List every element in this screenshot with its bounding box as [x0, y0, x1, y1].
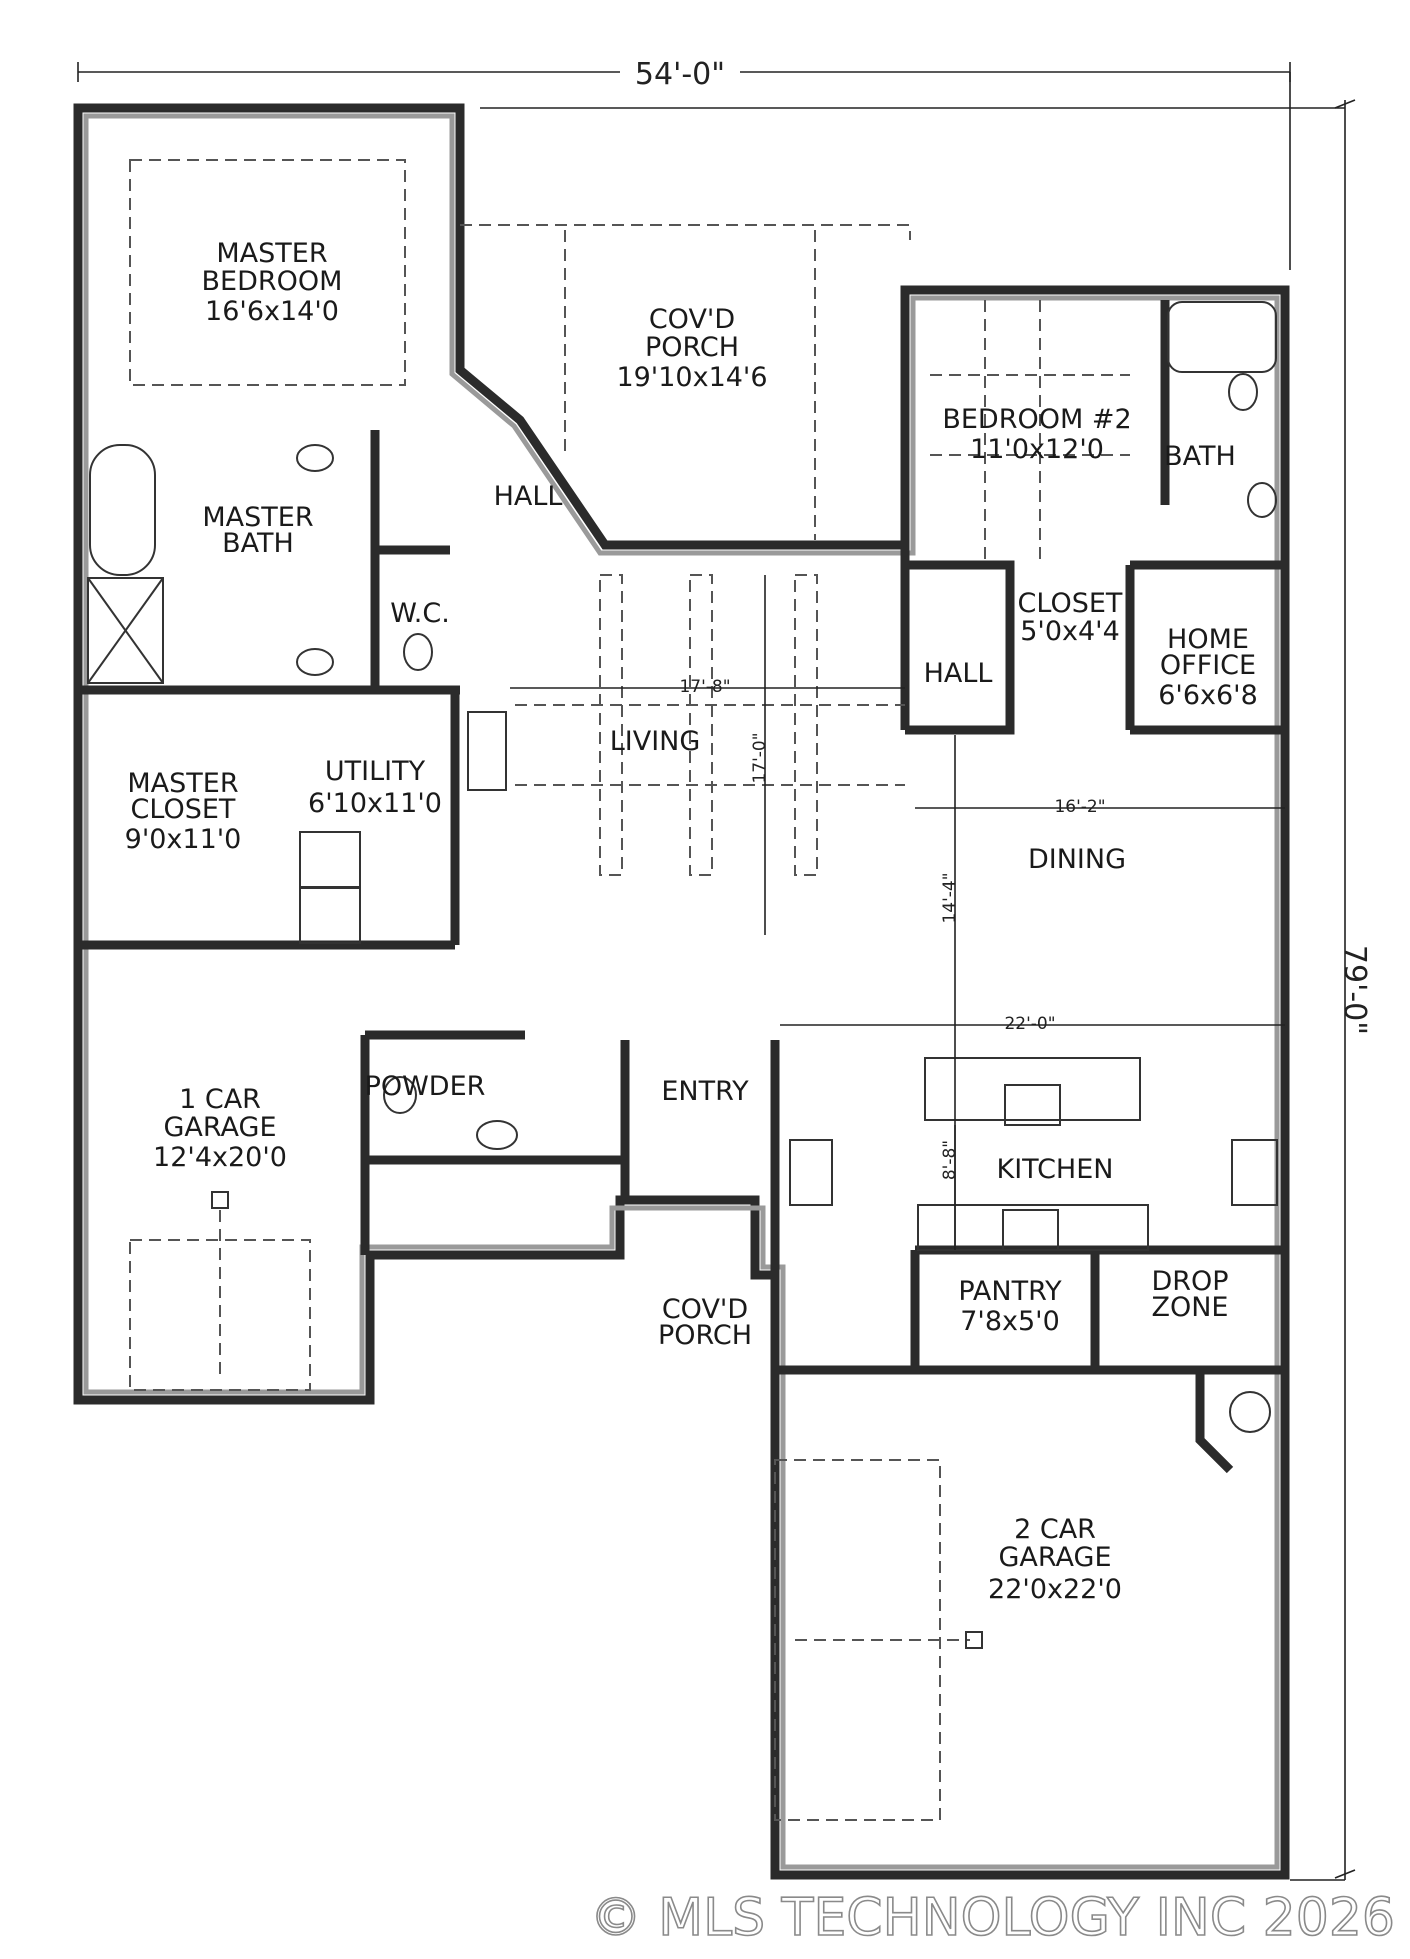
overall-width-label: 54'-0" — [635, 57, 725, 92]
overall-width-dimension — [77, 58, 1291, 270]
pantry-size: 7'8x5'0 — [960, 1306, 1060, 1337]
room-pantry: PANTRY 7'8x5'0 — [958, 1276, 1062, 1337]
closet-size: 5'0x4'4 — [1020, 616, 1120, 647]
hall-right-label: HALL — [924, 658, 993, 689]
master-bath-line1: MASTER — [202, 502, 313, 533]
utility-name: UTILITY — [325, 756, 426, 787]
master-bedroom-line2: BEDROOM — [202, 266, 343, 297]
master-bedroom-line1: MASTER — [216, 238, 327, 269]
interior-dimensions — [510, 575, 1285, 1250]
room-closet: CLOSET 5'0x4'4 — [1018, 588, 1123, 647]
room-utility: UTILITY 6'10x11'0 — [308, 756, 442, 819]
room-home-office: HOME OFFICE 6'6x6'8 — [1158, 624, 1258, 711]
garage2-line2: GARAGE — [998, 1542, 1111, 1573]
master-closet-line1: MASTER — [127, 768, 238, 799]
kitchen-depth-dim: 8'-8" — [940, 1140, 960, 1180]
room-master-bath: MASTER BATH — [202, 502, 313, 559]
rear-porch-size: 19'10x14'6 — [616, 362, 767, 393]
garage2-line1: 2 CAR — [1014, 1514, 1096, 1545]
room-master-closet: MASTER CLOSET 9'0x11'0 — [125, 768, 242, 855]
room-garage-2: 2 CAR GARAGE 22'0x22'0 — [988, 1514, 1122, 1605]
home-office-line2: OFFICE — [1160, 650, 1256, 681]
living-depth-dim: 17'-0" — [750, 732, 770, 783]
master-closet-size: 9'0x11'0 — [125, 824, 242, 855]
home-office-line1: HOME — [1167, 624, 1249, 655]
dining-depth-dim: 14'-4" — [940, 872, 960, 923]
living-width-dim: 17'-8" — [679, 677, 730, 697]
interior-walls — [78, 300, 1285, 1474]
bath-label: BATH — [1164, 441, 1236, 472]
garage1-line1: 1 CAR — [179, 1084, 261, 1115]
dining-label: DINING — [1028, 844, 1126, 875]
front-porch-line1: COV'D — [662, 1294, 748, 1325]
master-bath-line2: BATH — [222, 528, 294, 559]
garage1-size: 12'4x20'0 — [153, 1142, 287, 1173]
drop-zone-line1: DROP — [1151, 1266, 1228, 1297]
room-drop-zone: DROP ZONE — [1151, 1266, 1228, 1323]
kitchen-width-dim: 22'-0" — [1004, 1014, 1055, 1034]
bedroom2-name: BEDROOM #2 — [942, 404, 1131, 435]
entry-label: ENTRY — [661, 1076, 749, 1107]
pantry-name: PANTRY — [958, 1276, 1062, 1307]
room-garage-1: 1 CAR GARAGE 12'4x20'0 — [153, 1084, 287, 1173]
garage2-size: 22'0x22'0 — [988, 1574, 1122, 1605]
garage1-line2: GARAGE — [163, 1112, 276, 1143]
room-covd-porch-rear: COV'D PORCH 19'10x14'6 — [616, 304, 767, 393]
rear-porch-line1: COV'D — [649, 304, 735, 335]
utility-size: 6'10x11'0 — [308, 788, 442, 819]
bedroom2-size: 11'0x12'0 — [970, 434, 1104, 465]
powder-label: POWDER — [365, 1071, 486, 1102]
living-label: LIVING — [610, 726, 701, 757]
dashed-outlines — [129, 159, 1130, 1821]
home-office-size: 6'6x6'8 — [1158, 680, 1258, 711]
overall-depth-label: 79'-0" — [1337, 945, 1372, 1035]
hall-left-label: HALL — [494, 481, 563, 512]
overall-depth-dimension — [480, 99, 1356, 1881]
fixtures — [87, 301, 1278, 1433]
wc-label: W.C. — [390, 598, 450, 629]
rear-porch-line2: PORCH — [645, 332, 739, 363]
master-bedroom-size: 16'6x14'0 — [205, 296, 339, 327]
room-master-bedroom: MASTER BEDROOM 16'6x14'0 — [202, 238, 343, 327]
room-bedroom-2: BEDROOM #2 11'0x12'0 — [942, 404, 1131, 465]
kitchen-label: KITCHEN — [997, 1154, 1114, 1185]
room-covd-porch-front: COV'D PORCH — [658, 1294, 752, 1351]
dining-width-dim: 16'-2" — [1054, 797, 1105, 817]
master-closet-line2: CLOSET — [131, 794, 236, 825]
drop-zone-line2: ZONE — [1151, 1292, 1228, 1323]
copyright-watermark: © MLS TECHNOLOGY INC 2026 — [590, 1888, 1395, 1948]
closet-name: CLOSET — [1018, 588, 1123, 619]
front-porch-line2: PORCH — [658, 1320, 752, 1351]
